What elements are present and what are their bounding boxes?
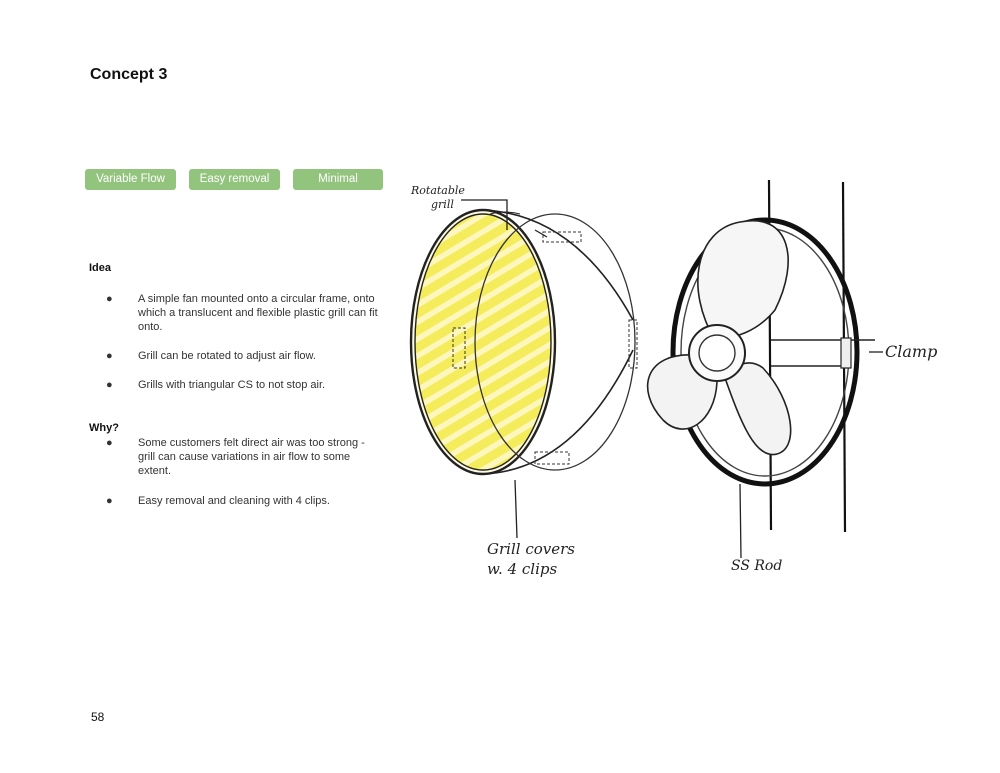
page-title: Concept 3 (90, 66, 168, 83)
why-heading: Why? (89, 422, 119, 434)
grill-stripe (415, 214, 551, 297)
why-bullet-1: ● (106, 437, 113, 449)
grill-cover-drawing (395, 170, 638, 476)
idea-heading: Idea (89, 262, 112, 274)
label-grill-covers-line2: w. 4 clips (487, 560, 558, 578)
grill-stripe (415, 214, 551, 314)
grill-stripe (415, 305, 551, 433)
grill-stripe (415, 237, 551, 365)
why-item-2: Easy removal and cleaning with 4 clips. (138, 495, 330, 507)
label-ss-rod: SS Rod (731, 558, 782, 574)
grill-stripe (415, 390, 551, 470)
idea-item-1: A simple fan mounted onto a circular fra… (138, 293, 378, 333)
grill-stripe (415, 214, 551, 331)
grill-stripe (415, 288, 551, 416)
why-item-1: Some customers felt direct air was too s… (138, 437, 365, 477)
tag-variable-flow: Variable Flow (85, 169, 176, 190)
label-grill-covers-line1: Grill covers (487, 540, 575, 558)
idea-bullet-1: ● (106, 293, 113, 305)
grill-stripe (395, 170, 595, 174)
label-rotatable-grill-line2: grill (431, 198, 454, 211)
label-clamp: Clamp (885, 342, 937, 361)
page-number: 58 (91, 710, 105, 724)
why-bullet-2: ● (106, 495, 113, 507)
idea-item-3: Grills with triangular CS to not stop ai… (138, 379, 326, 391)
grill-stripe (415, 373, 551, 470)
tag-easy-removal: Easy removal (189, 169, 280, 190)
translucent-grill-stripes (395, 170, 595, 470)
idea-bullet-3: ● (106, 379, 113, 391)
grill-stripe (415, 220, 551, 348)
tag-minimal: Minimal (293, 169, 383, 190)
idea-bullet-2: ● (106, 350, 113, 362)
idea-item-2: Grill can be rotated to adjust air flow. (138, 350, 316, 362)
grill-stripe (415, 254, 551, 382)
fan-blades-drawing (646, 219, 792, 456)
label-rotatable-grill-line1: Rotatable (410, 184, 465, 197)
annotation-leaders (461, 199, 883, 559)
grill-stripe (415, 271, 551, 399)
fan-concept-sketch: Rotatable grill Grill covers w. 4 clips … (395, 170, 937, 578)
